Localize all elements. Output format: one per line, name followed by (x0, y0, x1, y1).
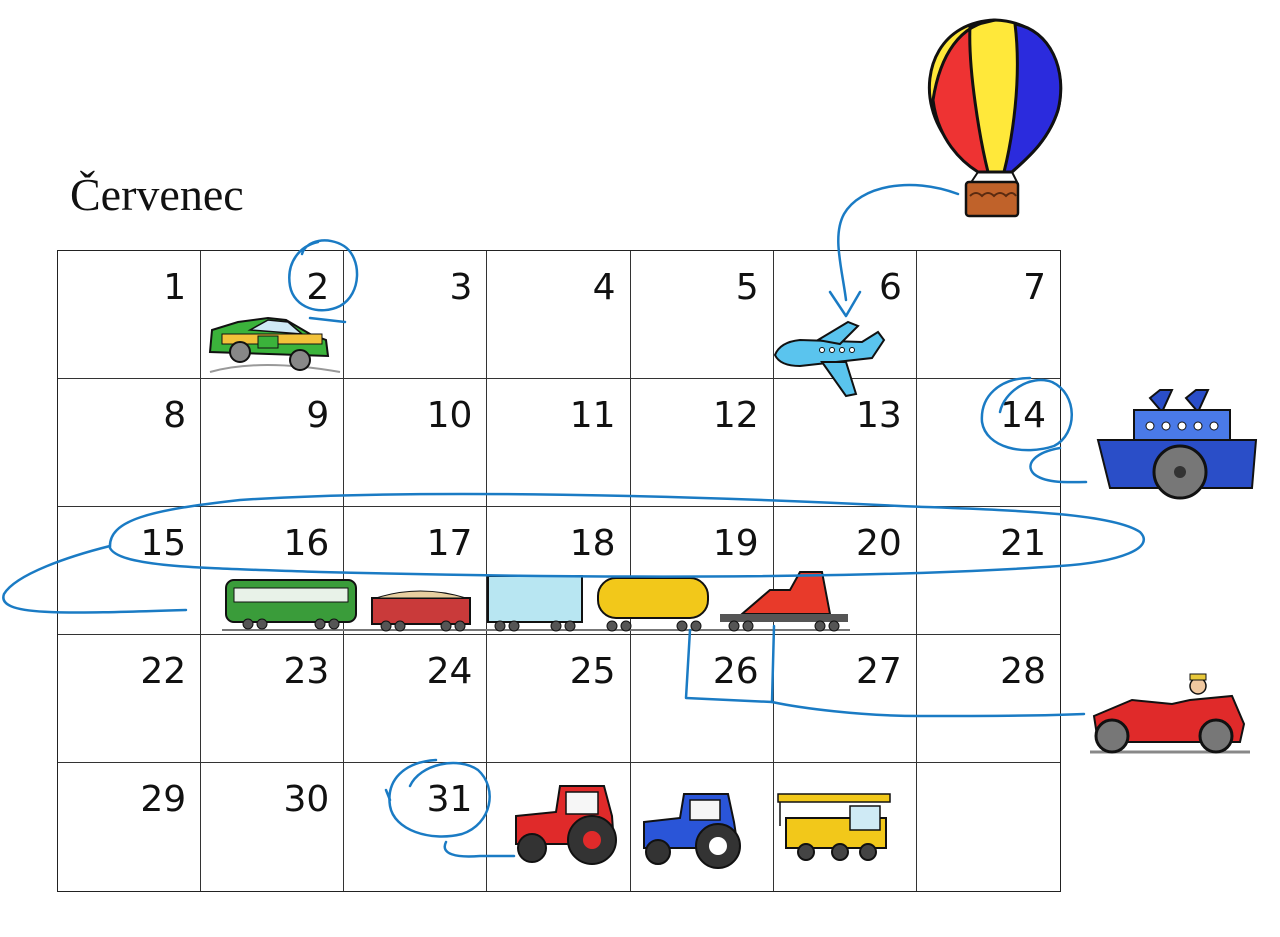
day-cell[interactable]: 13 (773, 379, 917, 507)
day-cell[interactable]: 4 (487, 251, 631, 379)
day-number: 15 (140, 523, 187, 564)
day-number: 1 (163, 267, 187, 308)
vintage-car-icon (1090, 673, 1250, 754)
day-number: 8 (163, 395, 187, 436)
day-cell[interactable]: 6 (773, 251, 917, 379)
day-number: 10 (426, 395, 473, 436)
day-cell[interactable]: 25 (487, 635, 631, 763)
day-number: 13 (856, 395, 902, 436)
day-number: 22 (140, 651, 187, 692)
day-number: 30 (283, 779, 330, 820)
day-number: 18 (569, 523, 616, 564)
day-cell[interactable]: 22 (58, 635, 202, 763)
day-cell[interactable]: 3 (344, 251, 488, 379)
day-cell[interactable]: 5 (630, 251, 774, 379)
day-number: 11 (569, 395, 616, 436)
ship-icon (1096, 389, 1258, 500)
day-number: 29 (140, 779, 187, 820)
day-cell[interactable]: 2 (201, 251, 345, 379)
day-cell[interactable]: 29 (58, 763, 202, 891)
day-number: 3 (449, 267, 473, 308)
day-cell[interactable]: 23 (201, 635, 345, 763)
day-cell[interactable]: 12 (630, 379, 774, 507)
day-cell[interactable]: 17 (344, 507, 488, 635)
day-cell[interactable]: 10 (344, 379, 488, 507)
day-number: 28 (1000, 651, 1046, 692)
day-cell[interactable]: 21 (916, 507, 1060, 635)
day-number: 24 (426, 651, 473, 692)
day-cell[interactable]: 24 (344, 635, 488, 763)
day-cell[interactable]: 8 (58, 379, 202, 507)
calendar-grid: 1 2 3 4 5 6 7 8 9 10 11 12 13 14 15 16 1… (57, 250, 1061, 892)
day-number: 14 (1000, 395, 1046, 436)
day-number: 20 (856, 523, 902, 564)
day-cell[interactable]: 7 (916, 251, 1060, 379)
day-cell[interactable]: 28 (916, 635, 1060, 763)
day-cell[interactable]: 31 (344, 763, 488, 891)
day-cell[interactable]: 30 (201, 763, 345, 891)
day-cell[interactable]: 26 (630, 635, 774, 763)
day-cell[interactable]: 27 (773, 635, 917, 763)
day-cell[interactable]: 19 (630, 507, 774, 635)
balloon-icon (927, 18, 1063, 218)
day-number: 12 (712, 395, 759, 436)
day-cell[interactable] (774, 763, 917, 891)
day-number: 26 (712, 651, 759, 692)
day-number: 27 (856, 651, 902, 692)
day-cell[interactable]: 20 (773, 507, 917, 635)
day-number: 21 (1000, 523, 1046, 564)
day-number: 19 (712, 523, 759, 564)
day-number: 6 (878, 267, 902, 308)
day-number: 23 (283, 651, 330, 692)
day-number: 4 (592, 267, 616, 308)
day-number: 16 (283, 523, 330, 564)
month-title: Červenec (70, 169, 244, 220)
day-number: 5 (735, 267, 759, 308)
day-cell[interactable]: 11 (487, 379, 631, 507)
day-cell[interactable]: 15 (58, 507, 202, 635)
day-number: 2 (306, 267, 330, 308)
day-cell[interactable] (487, 763, 631, 891)
day-cell[interactable] (631, 763, 774, 891)
day-number: 7 (1023, 267, 1046, 308)
day-cell[interactable] (917, 763, 1060, 891)
day-number: 25 (569, 651, 616, 692)
day-cell[interactable]: 1 (58, 251, 202, 379)
day-number: 31 (426, 779, 473, 820)
day-number: 17 (426, 523, 473, 564)
day-cell[interactable]: 18 (487, 507, 631, 635)
day-cell[interactable]: 16 (201, 507, 345, 635)
day-number: 9 (306, 395, 330, 436)
day-cell[interactable]: 14 (916, 379, 1060, 507)
day-cell[interactable]: 9 (201, 379, 345, 507)
